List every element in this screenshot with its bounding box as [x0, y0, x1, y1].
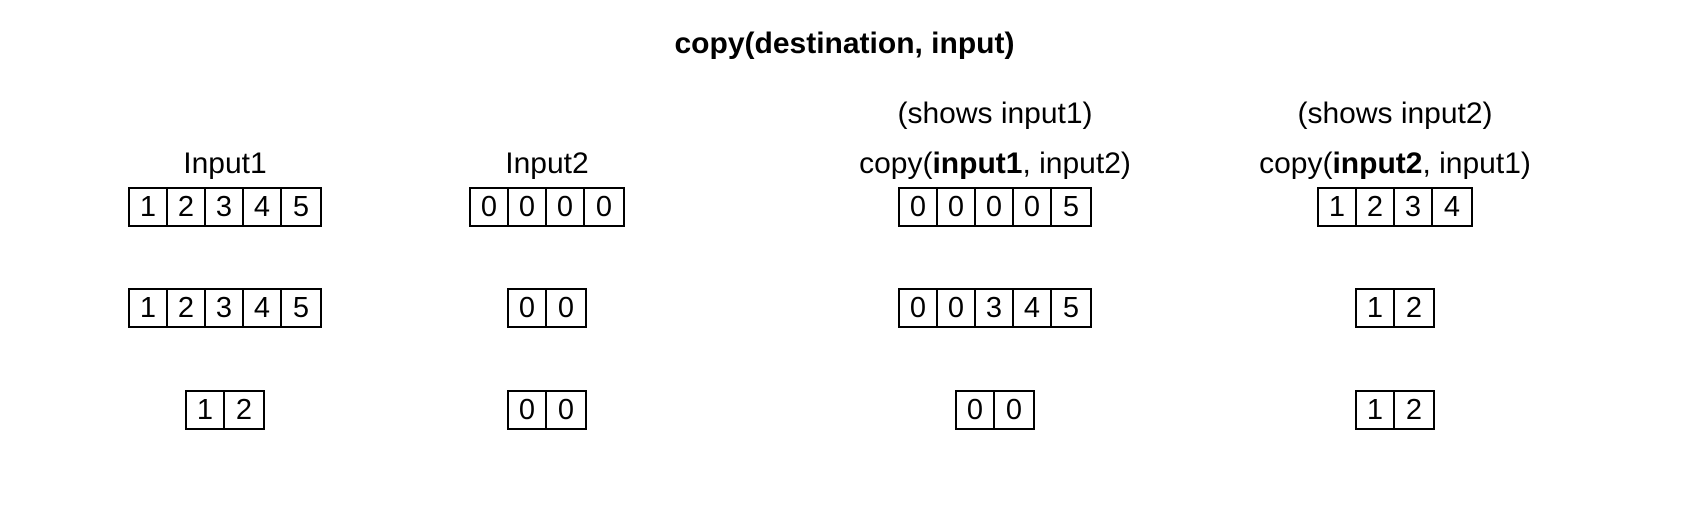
array-cell: 0 [557, 394, 575, 426]
column-header: copy(input2, input1) [1259, 147, 1531, 180]
array-cell: 0 [1014, 189, 1052, 225]
array-cell: 1 [1319, 189, 1357, 225]
array-cell: 1 [187, 392, 225, 428]
array-cell: 1 [1357, 290, 1395, 326]
array-cell: 1 [130, 290, 168, 326]
column-note: (shows input1) [897, 97, 1093, 130]
array-cell: 0 [595, 191, 613, 223]
array-cell: 0 [471, 189, 509, 225]
array-cell: 0 [900, 290, 938, 326]
array-cell: 0 [976, 189, 1014, 225]
array-cell: 2 [235, 394, 253, 426]
array-cell: 2 [168, 290, 206, 326]
array-cell: 0 [509, 290, 547, 326]
array-cell: 0 [557, 292, 575, 324]
array-cell: 0 [900, 189, 938, 225]
column-header: copy(input1, input2) [859, 147, 1131, 180]
array-cell: 4 [1014, 290, 1052, 326]
array-cell: 0 [509, 392, 547, 428]
array-cell: 2 [1405, 292, 1423, 324]
array-cell: 0 [509, 189, 547, 225]
array-cell: 4 [244, 290, 282, 326]
array-cell: 3 [976, 290, 1014, 326]
array-cell: 5 [292, 191, 310, 223]
array-cell: 3 [206, 290, 244, 326]
array-cell: 5 [292, 292, 310, 324]
array-cell: 2 [1405, 394, 1423, 426]
array-cell: 0 [1005, 394, 1023, 426]
array-cell: 4 [244, 189, 282, 225]
array-cell: 0 [938, 290, 976, 326]
array-cell: 2 [168, 189, 206, 225]
array-cell: 1 [130, 189, 168, 225]
array-cell: 5 [1062, 191, 1080, 223]
array-cell: 5 [1062, 292, 1080, 324]
column-header: Input1 [183, 147, 267, 180]
array-cell: 1 [1357, 392, 1395, 428]
array-cell: 0 [957, 392, 995, 428]
array-cell: 0 [547, 189, 585, 225]
column-note: (shows input2) [1297, 97, 1493, 130]
array-cell: 0 [938, 189, 976, 225]
array-cell: 2 [1357, 189, 1395, 225]
diagram-title: copy(destination, input) [674, 27, 1015, 60]
column-header: Input2 [505, 147, 589, 180]
array-cell: 4 [1443, 191, 1461, 223]
array-cell: 3 [1395, 189, 1433, 225]
array-cell: 3 [206, 189, 244, 225]
